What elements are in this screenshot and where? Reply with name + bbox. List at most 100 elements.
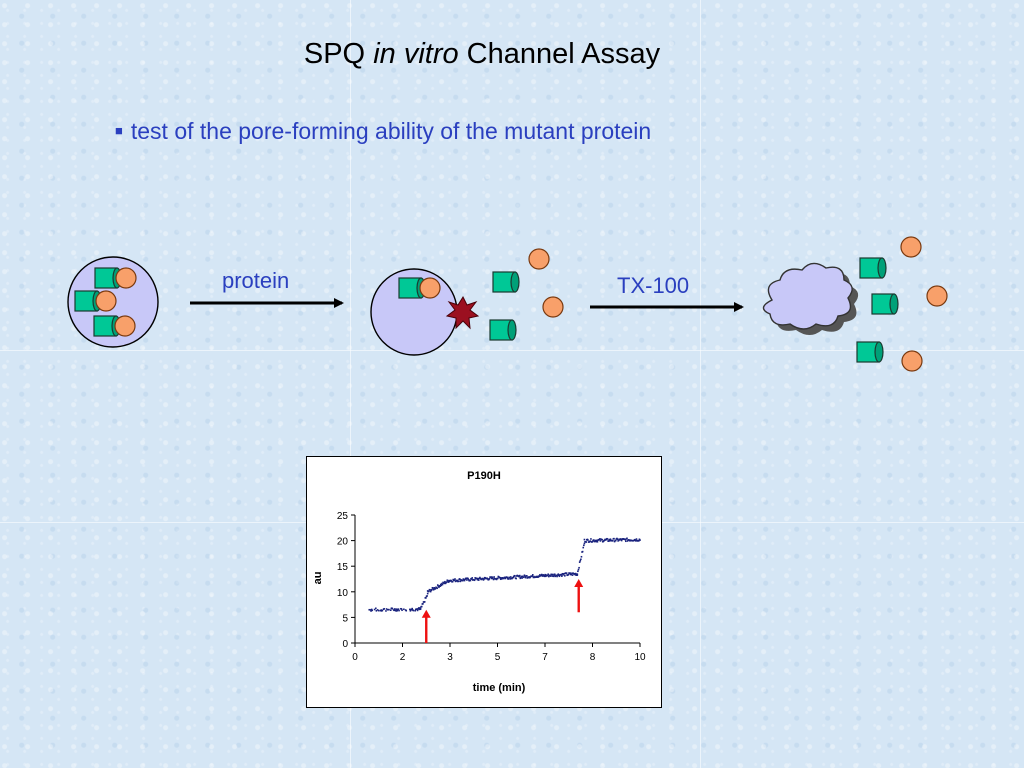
data-point [504, 577, 507, 580]
data-point [439, 585, 441, 588]
data-point [608, 538, 611, 541]
data-point [479, 577, 482, 580]
data-point [401, 609, 403, 612]
data-point [635, 538, 638, 540]
data-point [582, 546, 585, 549]
bullet-point: ■test of the pore-forming ability of the… [115, 118, 651, 145]
data-point [474, 577, 476, 579]
data-point [394, 608, 396, 610]
data-point [519, 577, 522, 580]
data-point [523, 576, 525, 579]
data-point [429, 590, 432, 593]
data-point [370, 610, 372, 612]
data-point [483, 578, 485, 580]
data-point [491, 577, 493, 580]
data-point [375, 610, 378, 612]
data-point [526, 575, 528, 577]
data-point [553, 574, 555, 577]
data-point [593, 539, 595, 541]
data-point [476, 577, 478, 580]
data-point [515, 577, 517, 580]
data-point [612, 539, 614, 542]
channel-protein [856, 341, 884, 363]
data-point [552, 573, 554, 576]
data-point [583, 542, 586, 545]
data-point [569, 572, 571, 574]
data-point [377, 609, 380, 612]
data-point [396, 609, 399, 612]
data-point [557, 573, 560, 575]
data-point [440, 584, 443, 587]
data-point [576, 573, 579, 576]
data-point [574, 572, 577, 575]
spq-dye [901, 350, 923, 372]
channel-protein [871, 293, 899, 315]
data-point [501, 578, 503, 580]
data-point [432, 588, 435, 591]
data-point [389, 609, 392, 612]
data-point [550, 573, 553, 576]
data-point [596, 541, 599, 543]
data-point [562, 574, 564, 576]
data-point [461, 579, 464, 582]
data-point [499, 578, 502, 581]
spq-dye [95, 290, 117, 312]
background-seam [350, 0, 351, 768]
data-point [457, 580, 460, 582]
data-point [504, 576, 506, 579]
data-point [416, 608, 418, 610]
spq-dye [900, 236, 922, 258]
spq-dye [528, 248, 550, 270]
data-point [425, 597, 427, 599]
data-point [454, 580, 457, 583]
data-point [540, 574, 542, 577]
data-point [609, 539, 611, 542]
data-point [488, 578, 491, 580]
y-axis-label: au [312, 572, 324, 585]
data-point [486, 578, 489, 580]
data-point [478, 577, 481, 580]
data-point [620, 538, 622, 541]
data-point [388, 608, 390, 611]
data-point [554, 575, 557, 578]
data-point [375, 607, 377, 610]
data-point [391, 607, 394, 610]
spq-dye [115, 267, 137, 289]
data-point [543, 575, 546, 578]
data-point [512, 575, 515, 578]
data-point [445, 581, 448, 583]
channel-protein [859, 257, 887, 279]
data-point [548, 575, 550, 578]
data-point [531, 574, 534, 576]
data-point [426, 595, 428, 597]
data-point [514, 575, 516, 577]
data-point [523, 574, 526, 577]
data-point [579, 559, 582, 562]
data-point [533, 575, 535, 578]
data-point [552, 575, 555, 578]
data-point [639, 539, 641, 541]
y-tick-label: 20 [337, 537, 349, 548]
data-point [541, 574, 544, 576]
data-point [429, 589, 431, 591]
data-point [456, 579, 459, 582]
data-point [452, 578, 455, 581]
spq-dye [542, 296, 564, 318]
data-point [507, 578, 510, 580]
data-point [561, 575, 563, 577]
data-point [397, 608, 400, 610]
data-point [635, 540, 637, 542]
data-point [506, 576, 509, 579]
data-point [638, 540, 640, 542]
data-point [405, 609, 408, 612]
data-point [538, 575, 541, 578]
data-point [585, 541, 587, 543]
data-point [411, 607, 413, 610]
data-point [580, 558, 582, 561]
data-point [444, 580, 446, 583]
data-point [544, 573, 547, 576]
data-point [479, 576, 481, 579]
data-point [599, 540, 602, 542]
data-point [470, 578, 473, 580]
